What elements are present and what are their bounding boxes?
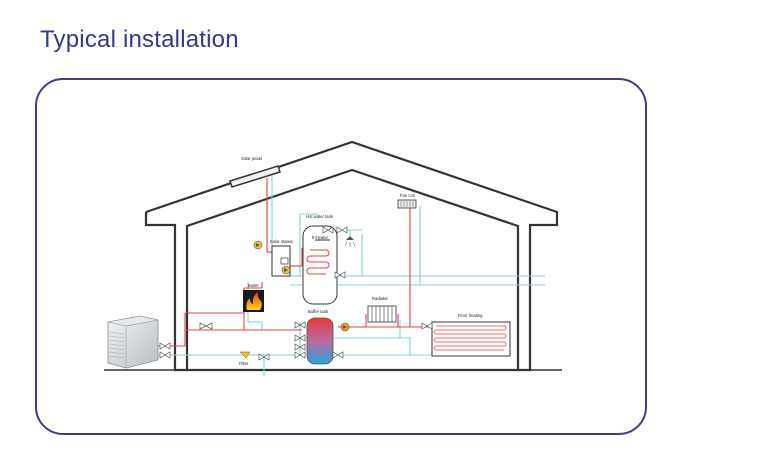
floor-heating	[431, 321, 511, 357]
page-title: Typical installation	[40, 26, 239, 53]
valve-icon	[294, 343, 306, 351]
valve-icon	[159, 342, 171, 350]
boiler-label: Boiler	[248, 283, 259, 288]
valve-icon	[294, 334, 306, 342]
valve-icon	[322, 226, 334, 234]
solar-station-label: Solar station	[270, 239, 294, 244]
valve-icon	[258, 353, 270, 361]
house-outline	[144, 140, 559, 372]
circulation-pump-icon	[340, 322, 350, 332]
radiator	[367, 305, 397, 323]
valve-icon	[159, 351, 171, 359]
buffer-tank	[306, 317, 334, 365]
solar-panel	[229, 165, 281, 188]
floor-heating-label: Floor heating	[458, 313, 483, 318]
valve-icons	[159, 226, 433, 361]
valve-icon	[199, 322, 213, 330]
valve-icon	[332, 351, 344, 359]
valve-icon	[294, 351, 306, 359]
valve-icon	[421, 322, 433, 330]
e-heater-label: E-heater	[312, 235, 329, 240]
valve-icon	[294, 321, 306, 329]
filter-label: Filter	[239, 361, 249, 366]
fan-coil-label: Fan coil	[400, 193, 415, 198]
circulation-pump-icon	[281, 265, 291, 275]
buffer-tank-label: Buffer tank	[308, 309, 329, 314]
boiler-icon	[243, 290, 264, 312]
valve-icon	[334, 271, 346, 279]
fan-coil	[397, 199, 417, 209]
circulation-pump-icon	[253, 240, 263, 250]
filter-icon	[239, 351, 251, 359]
diagram-frame	[35, 78, 647, 435]
hot-water-tank-label: Hot water tank	[306, 214, 334, 219]
solar-panel-label: Solar panel	[241, 156, 262, 161]
shower-head-icon	[340, 229, 362, 247]
radiator-label: Radiator	[372, 296, 388, 301]
heat-pump-unit	[107, 315, 159, 369]
hot-water-tank	[302, 225, 338, 305]
valve-icon	[336, 226, 348, 234]
